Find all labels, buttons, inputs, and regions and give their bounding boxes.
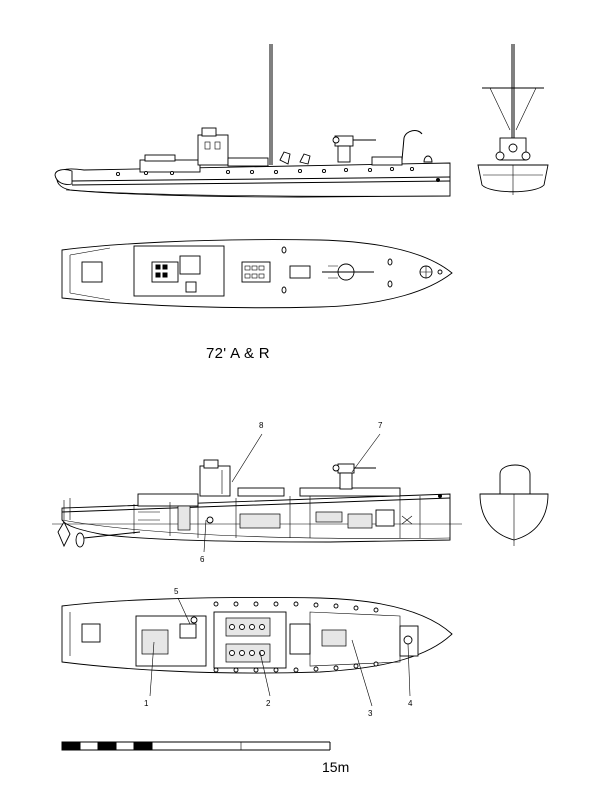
callout-6: 6	[200, 555, 205, 564]
scale-bar	[61, 741, 331, 751]
deck-plan-view	[61, 239, 453, 309]
scale-label: 15m	[322, 759, 350, 775]
front-view-bottom	[479, 464, 549, 546]
inboard-profile-view	[52, 433, 462, 553]
side-profile-view	[54, 44, 451, 198]
callout-7: 7	[378, 421, 383, 430]
callout-8: 8	[259, 421, 264, 430]
callout-5: 5	[174, 587, 179, 596]
front-view-top	[477, 44, 549, 195]
lower-deck-plan	[61, 597, 453, 707]
drawing-title: 72' A & R	[206, 345, 270, 362]
callout-2: 2	[266, 699, 271, 708]
callout-3: 3	[368, 709, 373, 718]
callout-1: 1	[144, 699, 149, 708]
callout-4: 4	[408, 699, 413, 708]
callout-labels: 1 2 3 4 5 6 7 8	[144, 421, 413, 718]
